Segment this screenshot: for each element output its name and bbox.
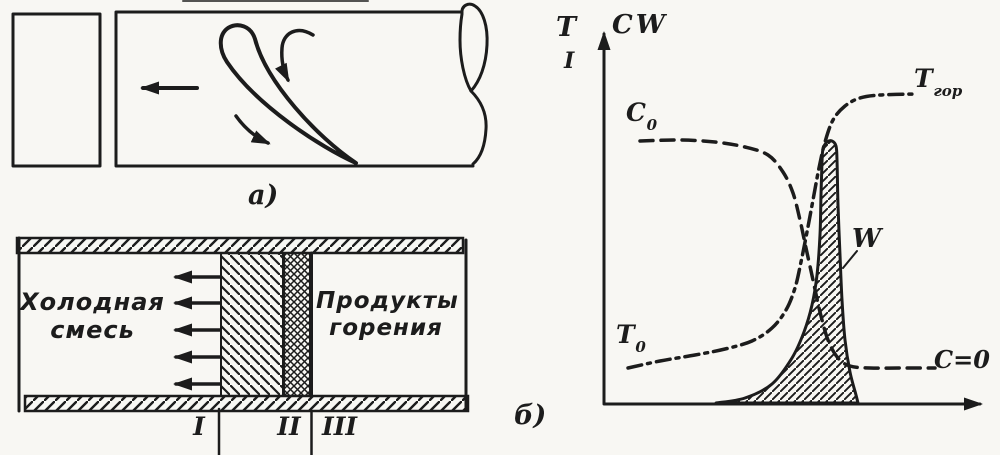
combustion-products-line2: горения xyxy=(329,315,443,342)
panel-a-tube-diagram xyxy=(11,0,489,168)
cold-mixture-line2: смесь xyxy=(50,316,135,345)
c-equals-zero-label: C=0 xyxy=(934,345,990,374)
curved-flow-arrow xyxy=(275,28,315,83)
tube-broken-segment xyxy=(11,12,102,168)
c0-sub: 0 xyxy=(646,115,658,134)
tube-walls xyxy=(114,10,475,168)
cold-mixture-line1: Холодная xyxy=(20,288,165,316)
y-axis-label-t: T xyxy=(556,12,577,43)
t0-sub: 0 xyxy=(635,337,646,356)
zone-label-2: II xyxy=(277,412,301,441)
combustion-products-label: Продукты горения xyxy=(316,288,459,342)
tube-wall-bottom xyxy=(23,394,470,413)
w-label-pointer-line xyxy=(842,250,858,269)
tube-wall-top xyxy=(15,236,465,255)
concentration-curve-c xyxy=(638,138,937,370)
panel-b-caption: б) xyxy=(514,400,547,431)
t0-label: T0 xyxy=(616,320,646,354)
panel-b-zone-diagram xyxy=(15,236,470,455)
zone-label-1: I xyxy=(193,412,205,441)
preheat-zone-hatched xyxy=(220,252,284,397)
reaction-rate-curve-w xyxy=(714,139,860,405)
tgor-main: T xyxy=(914,64,933,93)
tube-torn-end-tail xyxy=(469,89,488,166)
tube-torn-end-loop xyxy=(458,2,489,93)
flame-tongue xyxy=(218,23,358,165)
w-label: W xyxy=(852,224,882,254)
graph-panel xyxy=(597,31,983,411)
c0-main: C xyxy=(626,98,646,127)
small-flow-arrow xyxy=(234,114,271,145)
t0-main: T xyxy=(616,320,635,349)
zone-label-3: III xyxy=(322,412,358,441)
c0-label: C0 xyxy=(626,98,657,132)
combustion-products-line1: Продукты xyxy=(316,288,459,314)
cold-mixture-label: Холодная смесь xyxy=(15,288,170,345)
temperature-curve-t xyxy=(626,92,917,370)
y-axis-label-t-sub: I xyxy=(564,48,575,74)
panel-a-caption: а) xyxy=(248,180,279,211)
y-axis-label-cw: CW xyxy=(612,10,668,40)
reaction-zone-crosshatched xyxy=(283,252,311,397)
tgor-sub: гор xyxy=(933,81,963,100)
tgor-label: Tгор xyxy=(914,64,962,98)
